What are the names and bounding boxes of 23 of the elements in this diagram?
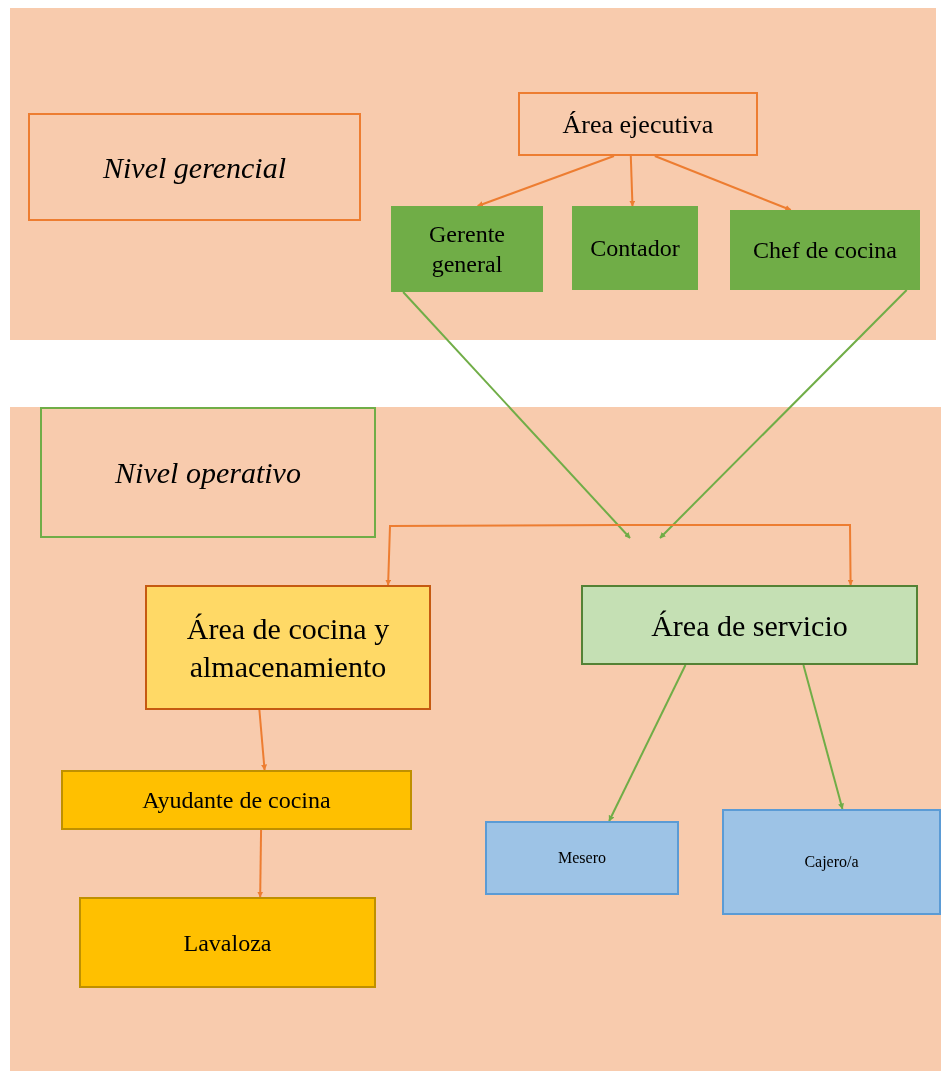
arrow <box>258 709 268 771</box>
level-box: Nivel operativo <box>40 407 376 538</box>
arrow <box>402 291 631 539</box>
process-box: Área ejecutiva <box>518 92 758 156</box>
arrow <box>476 155 615 207</box>
arrow <box>629 155 636 207</box>
arrow <box>653 155 792 211</box>
arrow <box>802 664 844 810</box>
arrow <box>659 289 908 539</box>
arrow <box>619 524 854 586</box>
process-box: Mesero <box>485 821 679 895</box>
process-box: Chef de cocina <box>730 210 920 290</box>
process-box: Área de cocina y almacenamiento <box>145 585 431 710</box>
process-box: Cajero/a <box>722 809 941 915</box>
arrow <box>385 524 621 586</box>
process-box: Contador <box>572 206 698 290</box>
level-box: Nivel gerencial <box>28 113 361 221</box>
process-box: Lavaloza <box>79 897 376 988</box>
process-box: Ayudante de cocina <box>61 770 412 830</box>
arrow <box>608 664 687 822</box>
process-box: Gerente general <box>391 206 543 292</box>
process-box: Área de servicio <box>581 585 918 665</box>
arrow <box>257 829 264 898</box>
